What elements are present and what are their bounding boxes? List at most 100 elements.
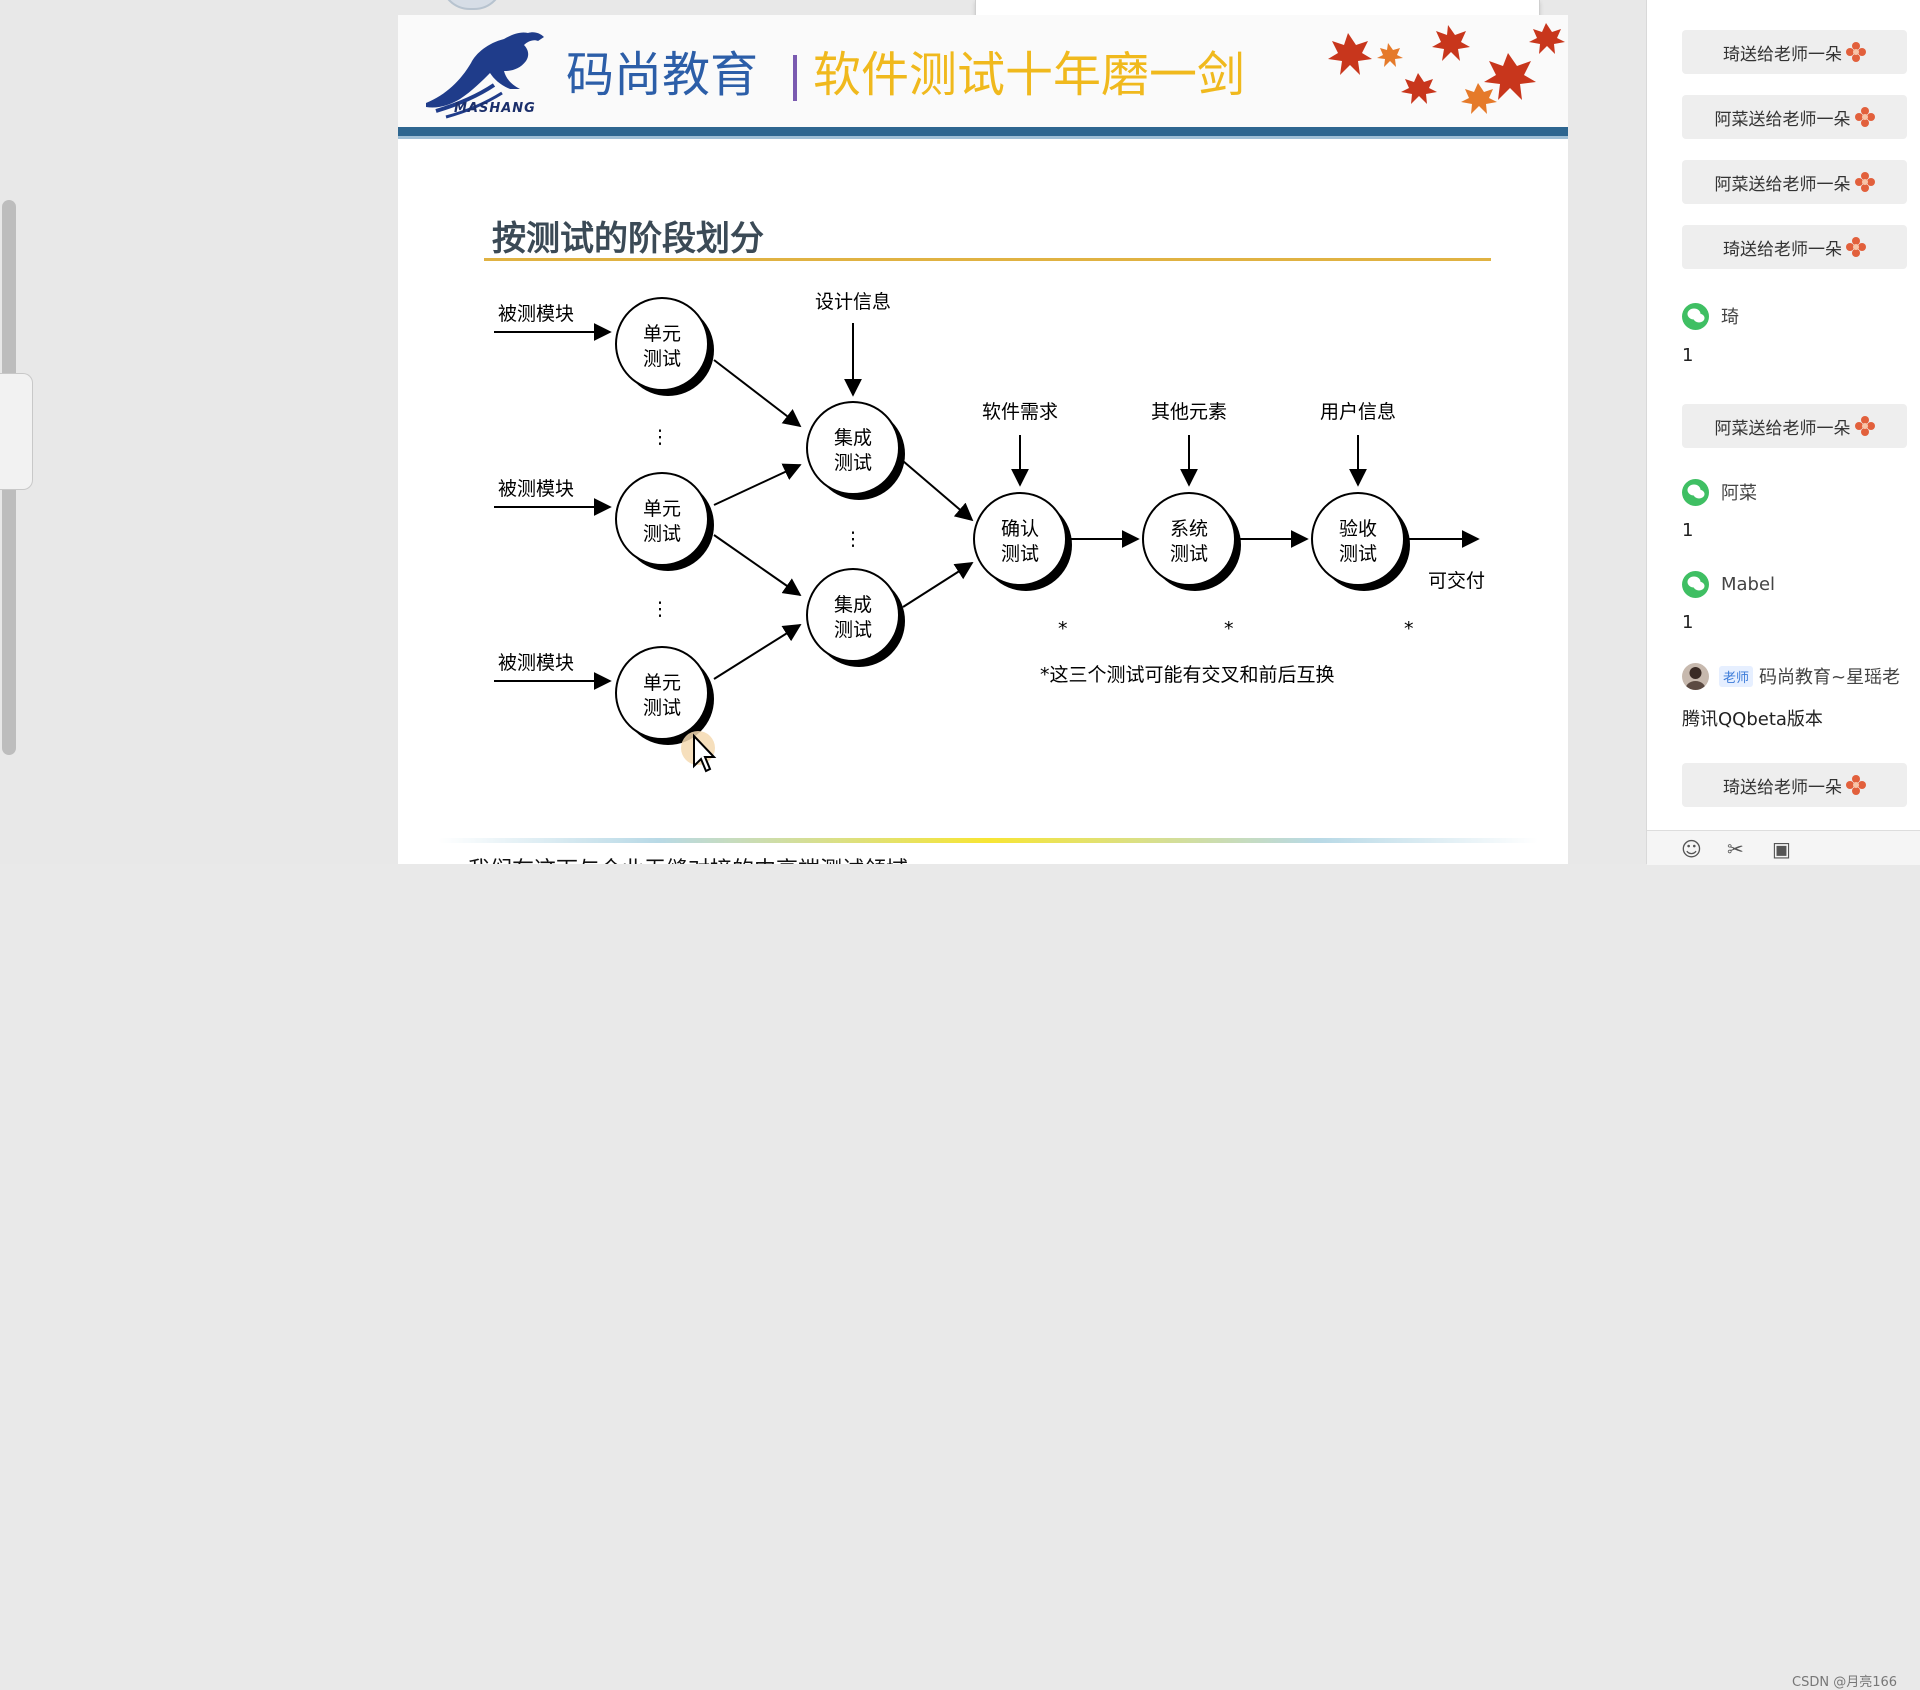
header-bar-thin [398,136,1568,139]
brand-name: 码尚教育 [566,47,759,103]
emoji-icon[interactable]: ☺ [1681,837,1702,861]
input-label-3: 被测模块 [498,652,574,674]
integration-test-label-2b: 测试 [834,619,872,641]
chat-message-list[interactable]: 琦送给老师一朵 阿菜送给老师一朵 阿菜送给老师一朵 琦送给老师一朵 琦 1 阿菜… [1647,0,1920,830]
gift-text: 阿菜送给老师一朵 [1714,174,1851,195]
unit-test-label-2b: 测试 [643,523,681,545]
confirm-test-node: 确认 测试 [973,492,1072,591]
wechat-icon [1682,478,1709,506]
unit-test-label-1: 单元 [643,323,681,345]
chat-user-row: Mabel [1682,569,1775,599]
logo-text: MASHANG [454,101,536,116]
gift-message: 琦送给老师一朵 [1682,225,1907,269]
gift-message: 阿菜送给老师一朵 [1682,95,1907,139]
mouse-cursor-icon [681,731,717,773]
test-stage-diagram: 单元 测试 单元 测试 单元 测试 [494,291,1485,745]
chat-user-name: 码尚教育~星瑶老 [1759,667,1901,688]
flower-icon [1854,416,1875,436]
flower-icon [1846,237,1866,257]
arrow-unit2-int1 [713,463,802,506]
gift-text: 阿菜送给老师一朵 [1714,109,1851,130]
gift-text: 琦送给老师一朵 [1723,44,1842,65]
unit-test-label-1b: 测试 [643,348,681,370]
slide-title: 按测试的阶段划分 [492,219,764,259]
chat-panel: 琦送给老师一朵 阿菜送给老师一朵 阿菜送给老师一朵 琦送给老师一朵 琦 1 阿菜… [1646,0,1920,1690]
bottom-text: 我们在这下与企业无缝对接的中高端测试领域 [468,852,908,864]
dots-2: ⋮ [651,598,670,620]
integration-test-node-2: 集成 测试 [806,568,905,667]
user-info-label: 用户信息 [1320,401,1396,423]
arrow-unit2-int2 [713,534,802,597]
chat-teacher-row: 老师 码尚教育~星瑶老 [1682,661,1918,691]
arrow-unit1-int1 [713,359,802,428]
chat-message-text: 1 [1682,520,1694,541]
acceptance-test-label: 验收 [1339,518,1377,540]
deliverable-label: 可交付 [1428,570,1485,592]
image-icon[interactable]: ▣ [1772,837,1791,861]
presentation-slide: MASHANG 码尚教育 软件测试十年磨一剑 按测试的阶段划分 [398,15,1568,864]
brand-separator [793,55,797,101]
flower-icon [1854,172,1875,192]
chat-user-name: 阿菜 [1721,483,1757,504]
flower-icon [1846,775,1866,795]
header-bar [398,127,1568,136]
chat-message-text: 1 [1682,345,1694,366]
maple-leaves-decoration [1328,23,1565,114]
confirm-test-label: 确认 [1001,518,1039,540]
gift-text: 阿菜送给老师一朵 [1714,418,1851,439]
gift-message: 琦送给老师一朵 [1682,30,1907,74]
acceptance-test-label-b: 测试 [1339,543,1377,565]
top-avatar [440,0,504,10]
dots-3: ⋮ [844,528,863,550]
acceptance-test-node: 验收 测试 [1311,492,1410,591]
system-test-label: 系统 [1170,518,1208,540]
star-1: * [1058,618,1068,640]
integration-test-label-1: 集成 [834,427,872,449]
arrow-int1-confirm [902,460,974,522]
teacher-badge: 老师 [1719,665,1754,687]
scissors-icon[interactable]: ✂ [1727,837,1744,861]
gift-text: 琦送给老师一朵 [1723,239,1842,260]
horse-logo-icon [426,32,544,119]
bottom-gradient-line [438,838,1538,843]
integration-test-label-1b: 测试 [834,452,872,474]
unit-test-label-3: 单元 [643,672,681,694]
unit-test-label-2: 单元 [643,498,681,520]
video-area: MASHANG 码尚教育 软件测试十年磨一剑 按测试的阶段划分 [0,0,1646,864]
teacher-avatar [1682,662,1709,690]
integration-test-node-1: 集成 测试 [806,401,905,500]
chat-message-text: 1 [1682,612,1694,633]
chat-user-name: Mabel [1721,573,1776,595]
unit-test-node-3: 单元 测试 [615,646,714,745]
title-underline [484,258,1491,261]
system-test-label-b: 测试 [1170,543,1208,565]
unit-test-node-2: 单元 测试 [615,472,714,571]
star-3: * [1404,618,1414,640]
wechat-icon [1682,570,1709,598]
side-collapse-tab[interactable] [0,373,33,490]
gift-message: 阿菜送给老师一朵 [1682,404,1907,448]
gift-text: 琦送给老师一朵 [1723,777,1842,798]
unit-test-node-1: 单元 测试 [615,297,714,396]
design-info-label: 设计信息 [815,291,891,313]
system-test-node: 系统 测试 [1142,492,1241,591]
star-2: * [1224,618,1234,640]
other-elements-label: 其他元素 [1151,401,1227,423]
arrow-unit3-int2 [713,624,802,680]
csdn-watermark: CSDN @月亮166 [1792,1675,1898,1690]
gift-message: 阿菜送给老师一朵 [1682,160,1907,204]
flower-icon [1846,42,1866,62]
input-label-2: 被测模块 [498,478,574,500]
slogan: 软件测试十年磨一剑 [813,47,1246,103]
confirm-test-label-b: 测试 [1001,543,1039,565]
integration-test-label-2: 集成 [834,594,872,616]
chat-user-name: 琦 [1721,307,1739,328]
input-label-1: 被测模块 [498,303,574,325]
slide-header: MASHANG 码尚教育 软件测试十年磨一剑 [398,15,1568,127]
unit-test-label-3b: 测试 [643,697,681,719]
wechat-icon [1682,302,1709,330]
unit-test-nodes: 单元 测试 单元 测试 单元 测试 [615,297,714,745]
chat-toolbar: ☺ ✂ ▣ CSDN @月亮166 [1647,830,1920,1690]
flower-icon [1854,107,1875,127]
arrow-int2-confirm [902,562,974,608]
